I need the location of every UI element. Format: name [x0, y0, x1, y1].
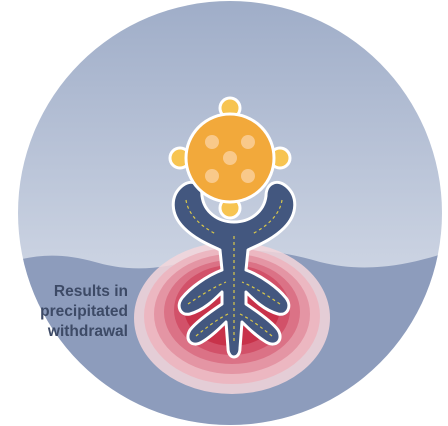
caption-line: Results in: [0, 282, 128, 302]
caption-line: withdrawal: [0, 322, 128, 342]
caption-line: precipitated: [0, 302, 128, 322]
outcome-caption: Results in precipitated withdrawal: [0, 282, 128, 342]
